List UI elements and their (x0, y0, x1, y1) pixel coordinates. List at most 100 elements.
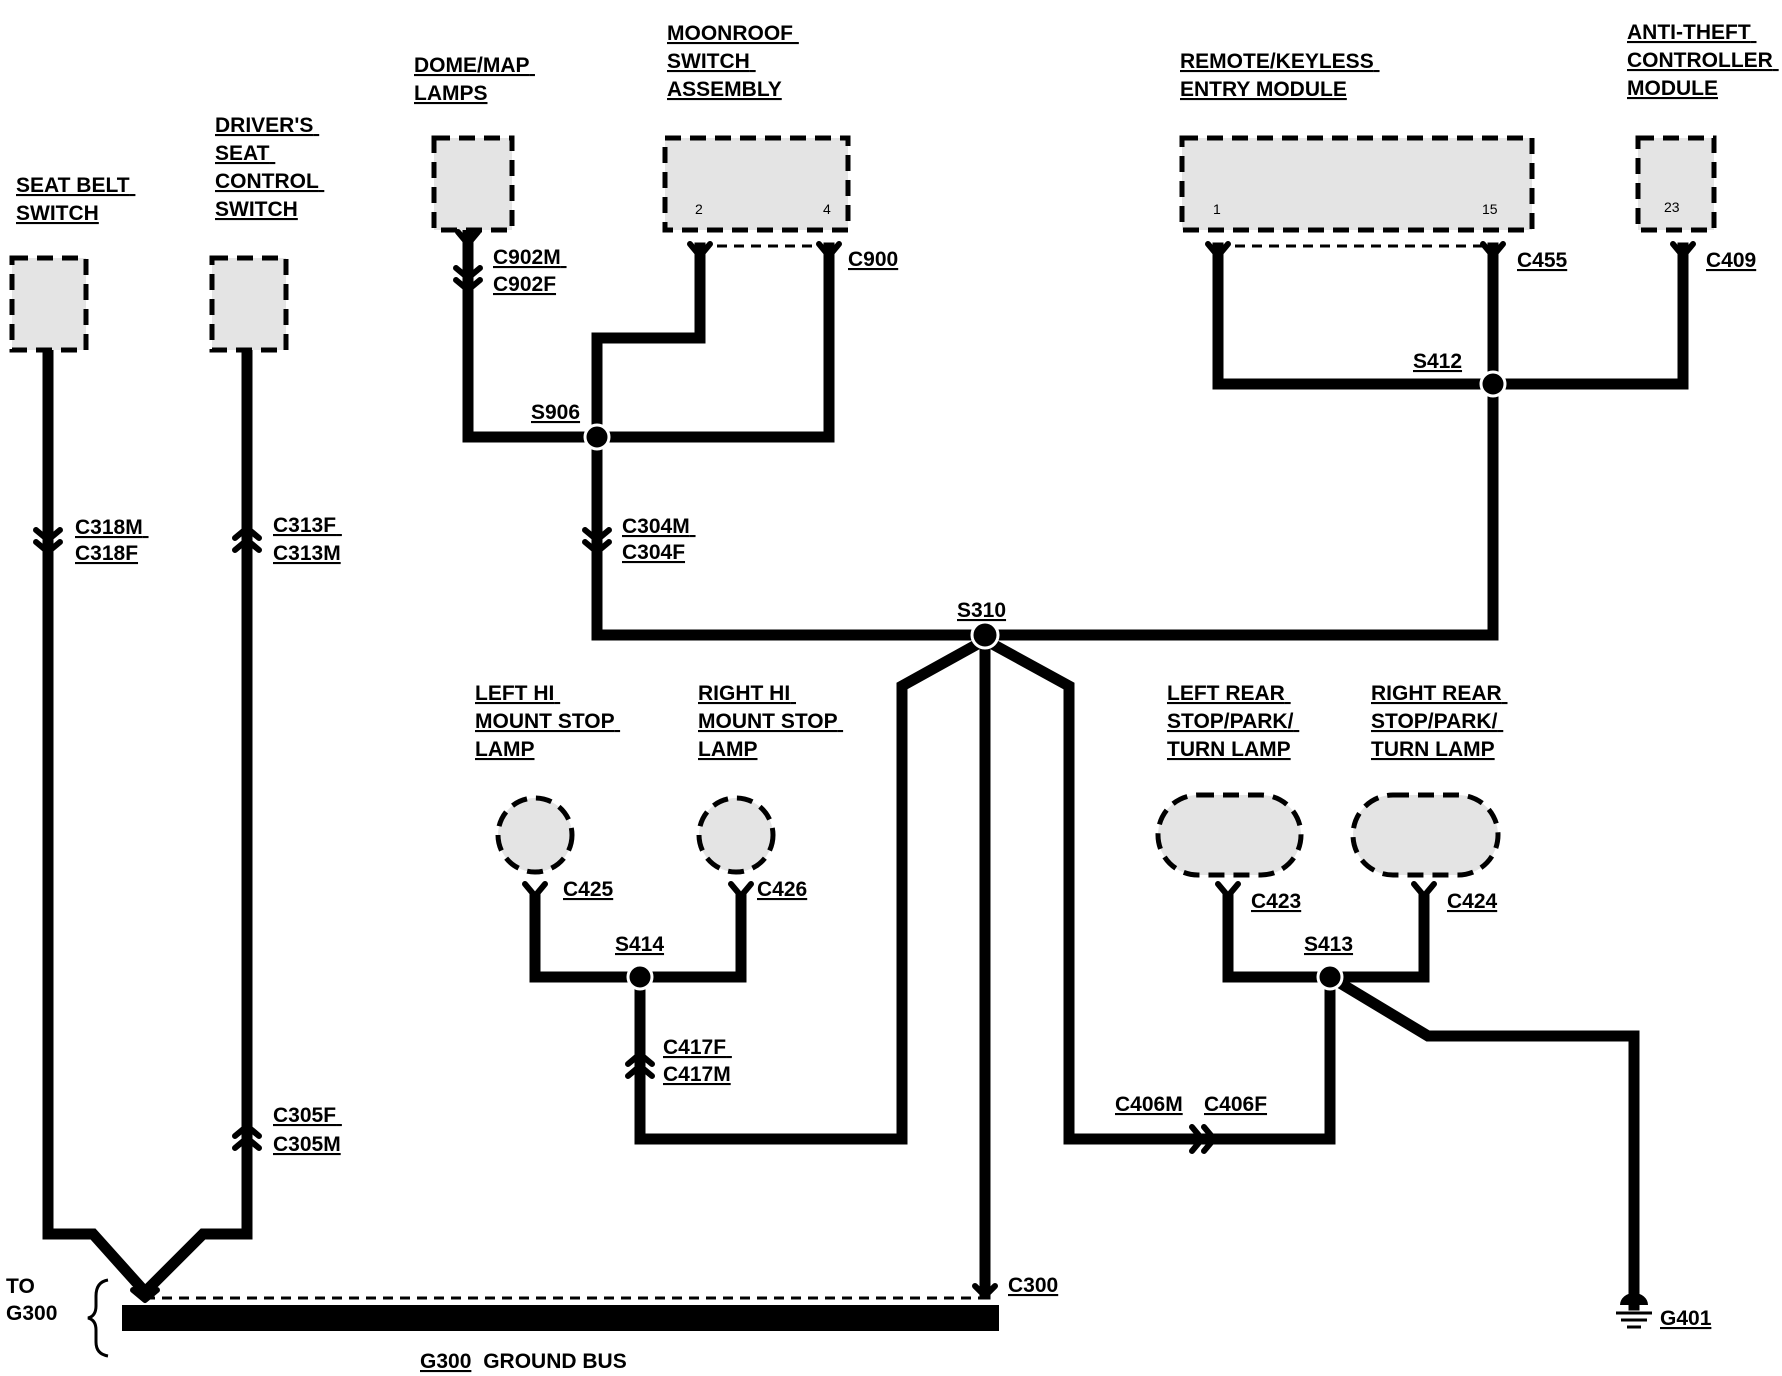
label-c417: C417F C417M (663, 1036, 732, 1086)
label-c406m: C406M (1115, 1093, 1183, 1116)
keyless-pin-1: 1 (1213, 201, 1221, 217)
connector-symbols (33, 229, 1696, 1303)
wire-moonroof-pin4 (592, 242, 835, 443)
splice-s906 (583, 423, 611, 451)
keyless-pin-15: 15 (1482, 201, 1498, 217)
connector-c305-icon (232, 1123, 262, 1151)
label-c423: C423 (1251, 890, 1301, 913)
connector-c417-icon (625, 1051, 655, 1079)
pin-terminal-icon (522, 881, 548, 899)
label-c900: C900 (848, 248, 898, 271)
wire-dome-map (462, 226, 604, 443)
wire-s310-s414 (634, 632, 993, 1145)
pin-terminal-icon (687, 241, 713, 259)
label-drivers-seat-control: DRIVER'S SEAT CONTROL SWITCH (215, 114, 324, 221)
label-c425: C425 (563, 878, 614, 901)
pin-terminal-icon (455, 229, 481, 247)
splice-labels: S906 S412 S310 S414 S413 (531, 350, 1462, 956)
wire-s310-s413 (977, 632, 1336, 1145)
splice-s414 (626, 963, 654, 991)
splice-s412 (1479, 370, 1507, 398)
wire-antitheft (1487, 242, 1689, 390)
label-seat-belt-switch: SEAT BELT SWITCH (16, 174, 135, 225)
pin-terminal-icon (1670, 241, 1696, 259)
wire-keyless-pin1 (1212, 242, 1500, 390)
label-c305: C305F C305M (273, 1104, 342, 1156)
label-remote-keyless: REMOTE/KEYLESS ENTRY MODULE (1180, 50, 1380, 101)
components (9, 135, 1717, 878)
label-moonroof-switch: MOONROOF SWITCH ASSEMBLY (667, 22, 799, 101)
label-right-hi-mount: RIGHT HI MOUNT STOP LAMP (698, 682, 843, 761)
left-rear-lamp (1155, 792, 1304, 878)
connector-c300-icon (972, 1283, 998, 1299)
connector-c902-icon (453, 265, 483, 293)
antitheft-pin-23: 23 (1664, 199, 1680, 215)
label-g300-text: GROUND BUS (483, 1350, 627, 1373)
wire-s906-s310 (591, 431, 991, 641)
label-left-hi-mount: LEFT HI MOUNT STOP LAMP (475, 682, 620, 761)
connector-c313-icon (232, 525, 262, 553)
label-s906: S906 (531, 401, 580, 424)
label-c300: C300 (1008, 1274, 1058, 1297)
pin-terminal-icon (728, 881, 754, 899)
label-c424: C424 (1447, 890, 1498, 913)
label-right-rear: RIGHT REAR STOP/PARK/ TURN LAMP (1371, 682, 1508, 761)
label-anti-theft: ANTI-THEFT CONTROLLER MODULE (1627, 21, 1779, 100)
label-c406f: C406F (1204, 1093, 1267, 1116)
label-g300-id: G300 (420, 1350, 471, 1373)
label-c409: C409 (1706, 249, 1756, 272)
remote-keyless-box (1179, 135, 1535, 233)
label-s413: S413 (1304, 933, 1353, 956)
g300-ground-bus (122, 1305, 999, 1331)
label-s412: S412 (1413, 350, 1462, 373)
anti-theft-box (1635, 135, 1717, 233)
label-s310: S310 (957, 599, 1006, 622)
connector-labels: C318M C318F C313F C313M C305F C305M C902… (75, 246, 1756, 1297)
connector-g300-icon (130, 1287, 160, 1303)
pin-terminal-icon (1411, 881, 1437, 899)
pin-terminal-icon (1205, 241, 1231, 259)
right-hi-mount-lamp (696, 795, 776, 875)
dome-map-lamps-box (431, 135, 515, 233)
moonroof-pin-2: 2 (695, 201, 703, 217)
wire-seat-belt (42, 346, 153, 1300)
label-c304: C304M C304F (622, 515, 696, 564)
splice-s413 (1316, 963, 1344, 991)
connector-c406-icon (1189, 1124, 1217, 1154)
pin-terminal-icon (1215, 881, 1241, 899)
ground-labels: TO G300 G401 G300 GROUND BUS (6, 1275, 1712, 1373)
label-dome-map-lamps: DOME/MAP LAMPS (414, 54, 535, 105)
wire-moonroof-pin2 (591, 242, 706, 443)
connector-c318-icon (33, 527, 63, 555)
label-s414: S414 (615, 933, 664, 956)
label-g300-ground-bus: G300 GROUND BUS (420, 1350, 627, 1373)
pin-numbers: 2 4 1 15 23 (695, 199, 1680, 217)
splices (583, 370, 1507, 991)
brace-icon (87, 1278, 109, 1358)
connector-c304-icon (582, 527, 612, 555)
label-c313: C313F C313M (273, 514, 342, 565)
label-to-g300: TO G300 (6, 1275, 57, 1325)
pin-terminal-icon (1480, 241, 1506, 259)
moonroof-switch-box (662, 135, 851, 233)
ground-g401-icon (1616, 1293, 1652, 1329)
splice-s310 (970, 620, 1000, 650)
right-rear-lamp (1350, 792, 1501, 878)
wire-s412-s310 (979, 378, 1499, 641)
label-c455: C455 (1517, 249, 1568, 272)
label-c902: C902M C902F (493, 246, 567, 296)
drivers-seat-control-box (209, 255, 289, 353)
label-c426: C426 (757, 878, 807, 901)
wire-s413-g401 (1322, 969, 1640, 1311)
label-c318: C318M C318F (75, 516, 149, 565)
wires (42, 226, 1689, 1331)
wire-drivers-seat (137, 346, 253, 1300)
seat-belt-switch-box (9, 255, 89, 353)
component-labels: SEAT BELT SWITCH DRIVER'S SEAT CONTROL S… (16, 21, 1779, 761)
moonroof-pin-4: 4 (823, 201, 831, 217)
left-hi-mount-lamp (495, 795, 575, 875)
pin-terminal-icon (816, 241, 842, 259)
label-g401: G401 (1660, 1307, 1712, 1330)
label-left-rear: LEFT REAR STOP/PARK/ TURN LAMP (1167, 682, 1299, 761)
